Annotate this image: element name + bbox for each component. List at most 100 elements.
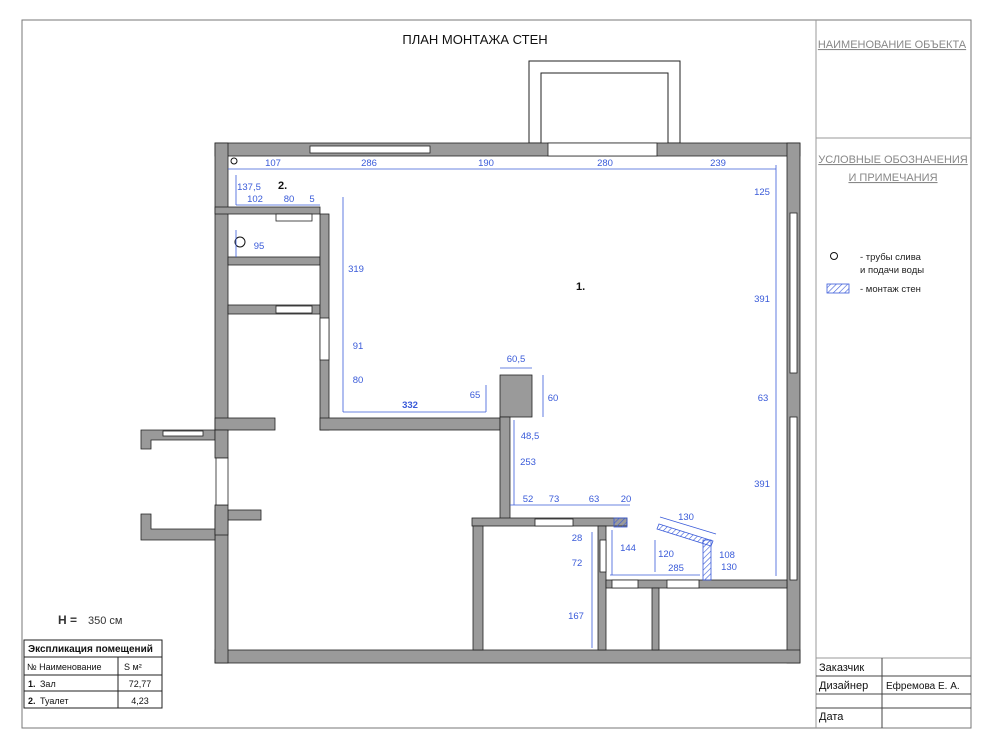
object-name-text: НАИМЕНОВАНИЕ ОБЪЕКТА (818, 39, 967, 51)
wall-left-upper (214, 142, 229, 432)
customer-label: Заказчик (819, 662, 864, 674)
dim-label: 391 (754, 479, 770, 490)
row-number: 2. (28, 696, 36, 706)
drawing-title: ПЛАН МОНТАЖА СТЕН (402, 32, 547, 47)
designer-name: Ефремова Е. А. (886, 680, 960, 692)
dim-label: 130 (678, 512, 694, 523)
legend-title-line2: И ПРИМЕЧАНИЯ (848, 172, 937, 184)
wall-bottom (214, 649, 801, 664)
height-value: 350 см (88, 615, 122, 627)
dimension-labels: 107 286 190 280 239 137,5 102 80 5 95 31… (237, 158, 770, 622)
window (309, 145, 431, 154)
explication-table: Экспликация помещений № Наименование S м… (23, 639, 163, 709)
dim-label: 239 (710, 158, 726, 169)
legend-title-line1: УСЛОВНЫЕ ОБОЗНАЧЕНИЯ (818, 154, 968, 166)
window (162, 430, 204, 437)
legend-pipes-line2: и подачи воды (860, 265, 924, 276)
dim-label: 95 (254, 241, 265, 252)
windows (162, 142, 798, 589)
door-opening (319, 317, 330, 361)
window (789, 212, 798, 374)
wall-mount-legend-icon (826, 283, 850, 294)
column (499, 374, 533, 418)
wall-corridor-bottom (319, 417, 501, 431)
wall-toilet-bottom (214, 206, 321, 215)
entrance-door (215, 457, 229, 506)
legend-pipes-line1: - трубы слива (860, 252, 922, 263)
door-opening (666, 579, 700, 589)
pipe-icon (234, 236, 246, 248)
dim-label: 102 (247, 194, 263, 205)
room-number-hall: 1. (576, 281, 585, 293)
wall-bath-divider (651, 587, 660, 651)
window (789, 416, 798, 581)
legend-walls-text: - монтаж стен (860, 284, 921, 295)
wall-kitchen-vertical (499, 416, 511, 520)
room-number-toilet: 2. (278, 180, 287, 192)
wall-annex-side (214, 429, 229, 459)
sheet-frame (21, 19, 972, 729)
row-number: 1. (28, 679, 36, 689)
dim-label: 63 (758, 393, 769, 404)
dim-label: 48,5 (521, 431, 540, 442)
dim-label: 285 (668, 563, 684, 574)
dim-label: 167 (568, 611, 584, 622)
dim-label: 120 (658, 549, 674, 560)
wall-annex-side (214, 504, 229, 536)
dim-label: 28 (572, 533, 583, 544)
pipe-icon (230, 157, 238, 165)
dim-label: 60 (548, 393, 559, 404)
dimension-lines (228, 165, 777, 648)
dim-label: 80 (353, 375, 364, 386)
row-name: Туалет (40, 696, 68, 706)
dim-label: 108 (719, 550, 735, 561)
row-area: 4,23 (131, 696, 149, 706)
dim-label: 60,5 (507, 354, 526, 365)
pipe-legend-icon (830, 252, 838, 260)
height-label: H = (58, 613, 77, 627)
door-opening (275, 305, 313, 314)
dim-label: 91 (353, 341, 364, 352)
dim-label: 52 (523, 494, 534, 505)
dim-label: 130 (721, 562, 737, 573)
dim-label: 73 (549, 494, 560, 505)
door-opening (611, 579, 639, 589)
dim-label: 80 (284, 194, 295, 205)
dim-label: 144 (620, 543, 636, 554)
dim-label: 107 (265, 158, 281, 169)
wall-room-divider (227, 256, 321, 266)
door-opening (599, 539, 607, 573)
dim-label: 286 (361, 158, 377, 169)
dim-label: 280 (597, 158, 613, 169)
row-name: Зал (40, 679, 56, 689)
wall-top (214, 142, 801, 157)
dim-label: 63 (589, 494, 600, 505)
dim-label: 65 (470, 390, 481, 401)
explication-col-area: S м² (124, 662, 142, 672)
designer-label: Дизайнер (819, 680, 868, 692)
dim-label: 125 (754, 187, 770, 198)
dim-label: 5 (309, 194, 314, 205)
wall-entry (227, 509, 262, 521)
wall-lower-partition (472, 525, 484, 651)
explication-col-name: № Наименование (27, 662, 102, 672)
wall-entry (214, 417, 276, 431)
dim-label: 332 (402, 400, 418, 411)
window (547, 142, 658, 157)
row-area: 72,77 (129, 679, 152, 689)
door-opening (275, 213, 313, 222)
new-wall-hatch (656, 523, 714, 547)
date-label: Дата (819, 711, 844, 723)
door-opening (534, 518, 574, 527)
dim-label: 253 (520, 457, 536, 468)
new-wall-hatch (613, 517, 628, 528)
dim-label: 319 (348, 264, 364, 275)
dim-label: 20 (621, 494, 632, 505)
dim-label: 391 (754, 294, 770, 305)
dim-label: 190 (478, 158, 494, 169)
dim-label: 72 (572, 558, 583, 569)
explication-title: Экспликация помещений (28, 644, 153, 655)
dim-label: 137,5 (237, 182, 261, 193)
